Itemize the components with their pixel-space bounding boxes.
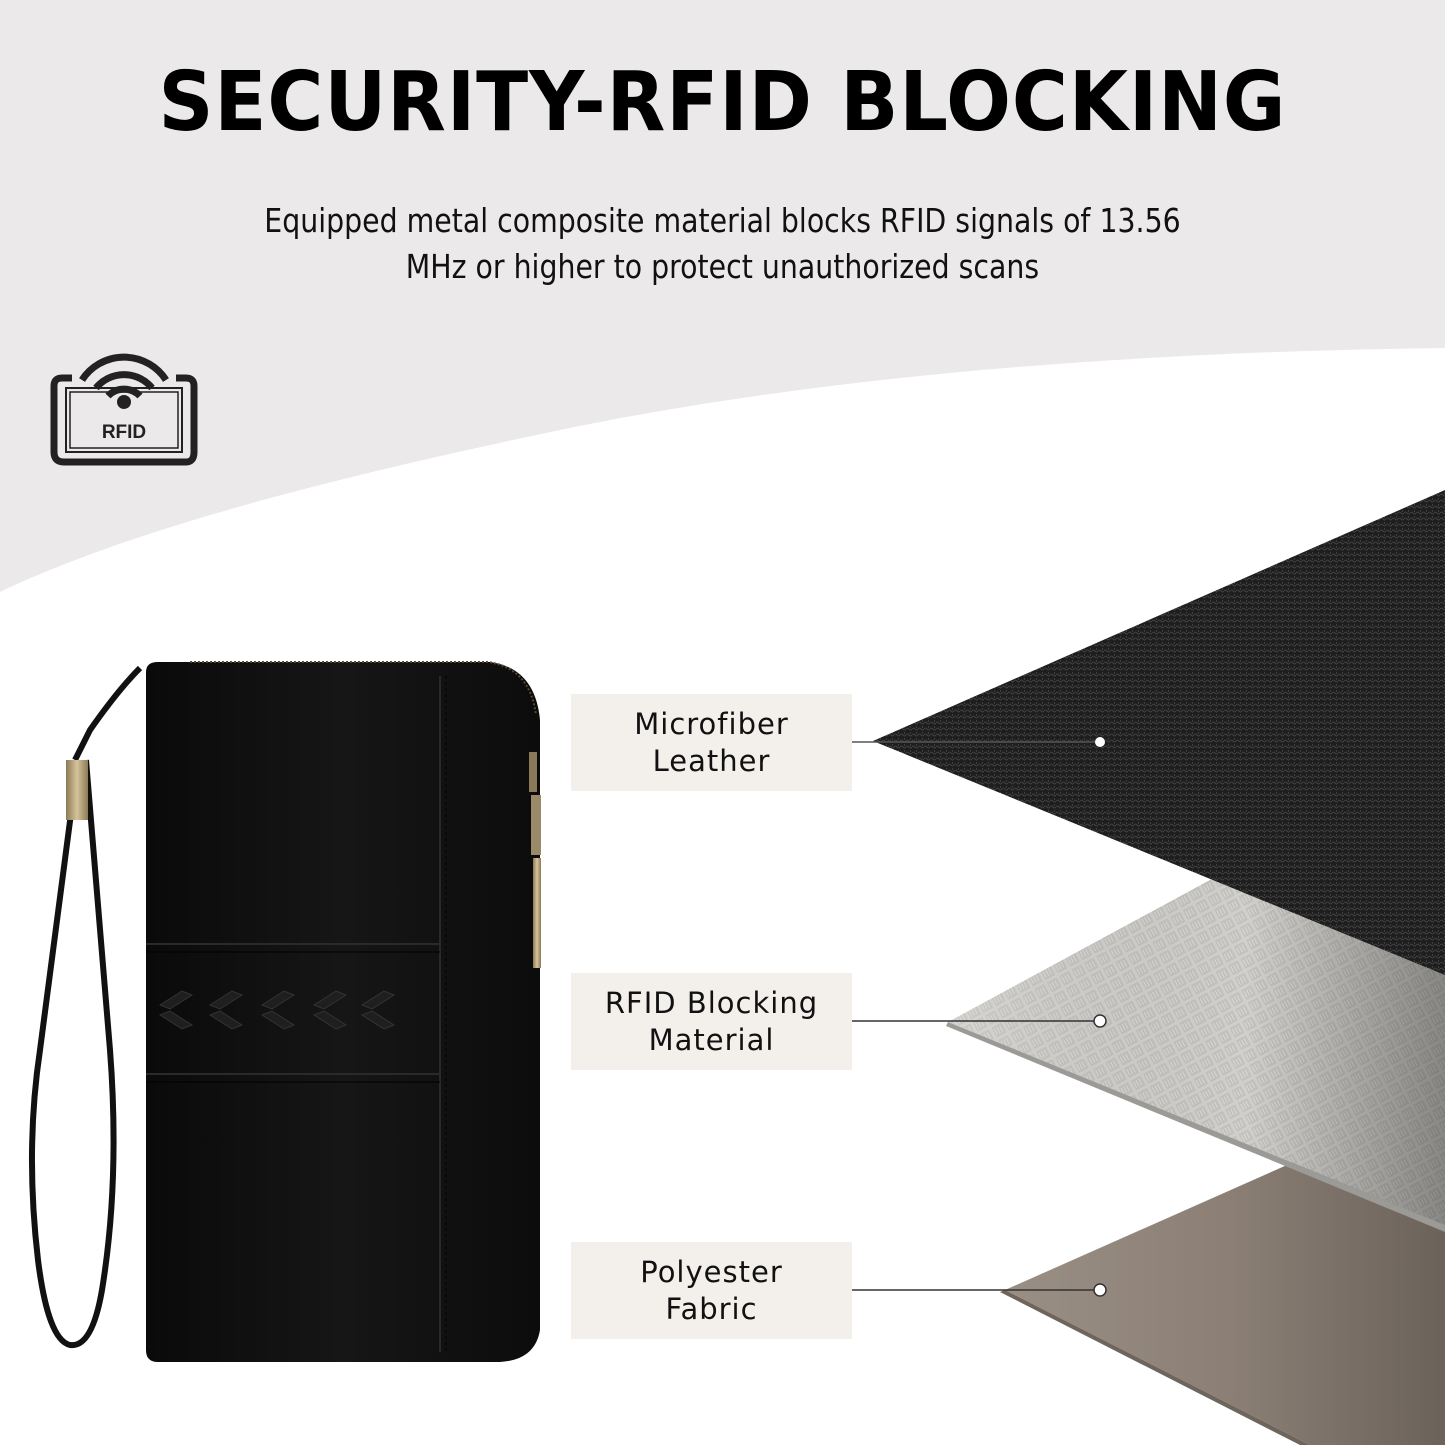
- label-rfid-blocking-material: RFID Blocking Material: [571, 973, 852, 1070]
- label-microfiber-leather: Microfiber Leather: [571, 694, 852, 791]
- layer-microfiber-leather: [873, 490, 1445, 975]
- label-polyester-fabric: Polyester Fabric: [571, 1242, 852, 1339]
- wrist-strap: [28, 665, 143, 1349]
- braided-detail: [158, 990, 396, 1030]
- rfid-signal-icon: [50, 353, 198, 466]
- subtitle-line-1: Equipped metal composite material blocks…: [264, 201, 1181, 240]
- page-subtitle: Equipped metal composite material blocks…: [101, 198, 1344, 290]
- marker-dot-rfid: [1093, 1014, 1107, 1028]
- marker-dot-leather: [1095, 737, 1105, 747]
- page-title: SECURITY-RFID BLOCKING: [158, 55, 1287, 150]
- strap-clip: [66, 760, 88, 820]
- wallet-body: [146, 662, 540, 1362]
- subtitle-line-2: MHz or higher to protect unauthorized sc…: [405, 247, 1040, 286]
- marker-dot-polyester: [1093, 1283, 1107, 1297]
- rfid-badge: RFID: [48, 348, 200, 466]
- rfid-badge-label: RFID: [101, 422, 147, 443]
- zipper-pull: [529, 752, 541, 968]
